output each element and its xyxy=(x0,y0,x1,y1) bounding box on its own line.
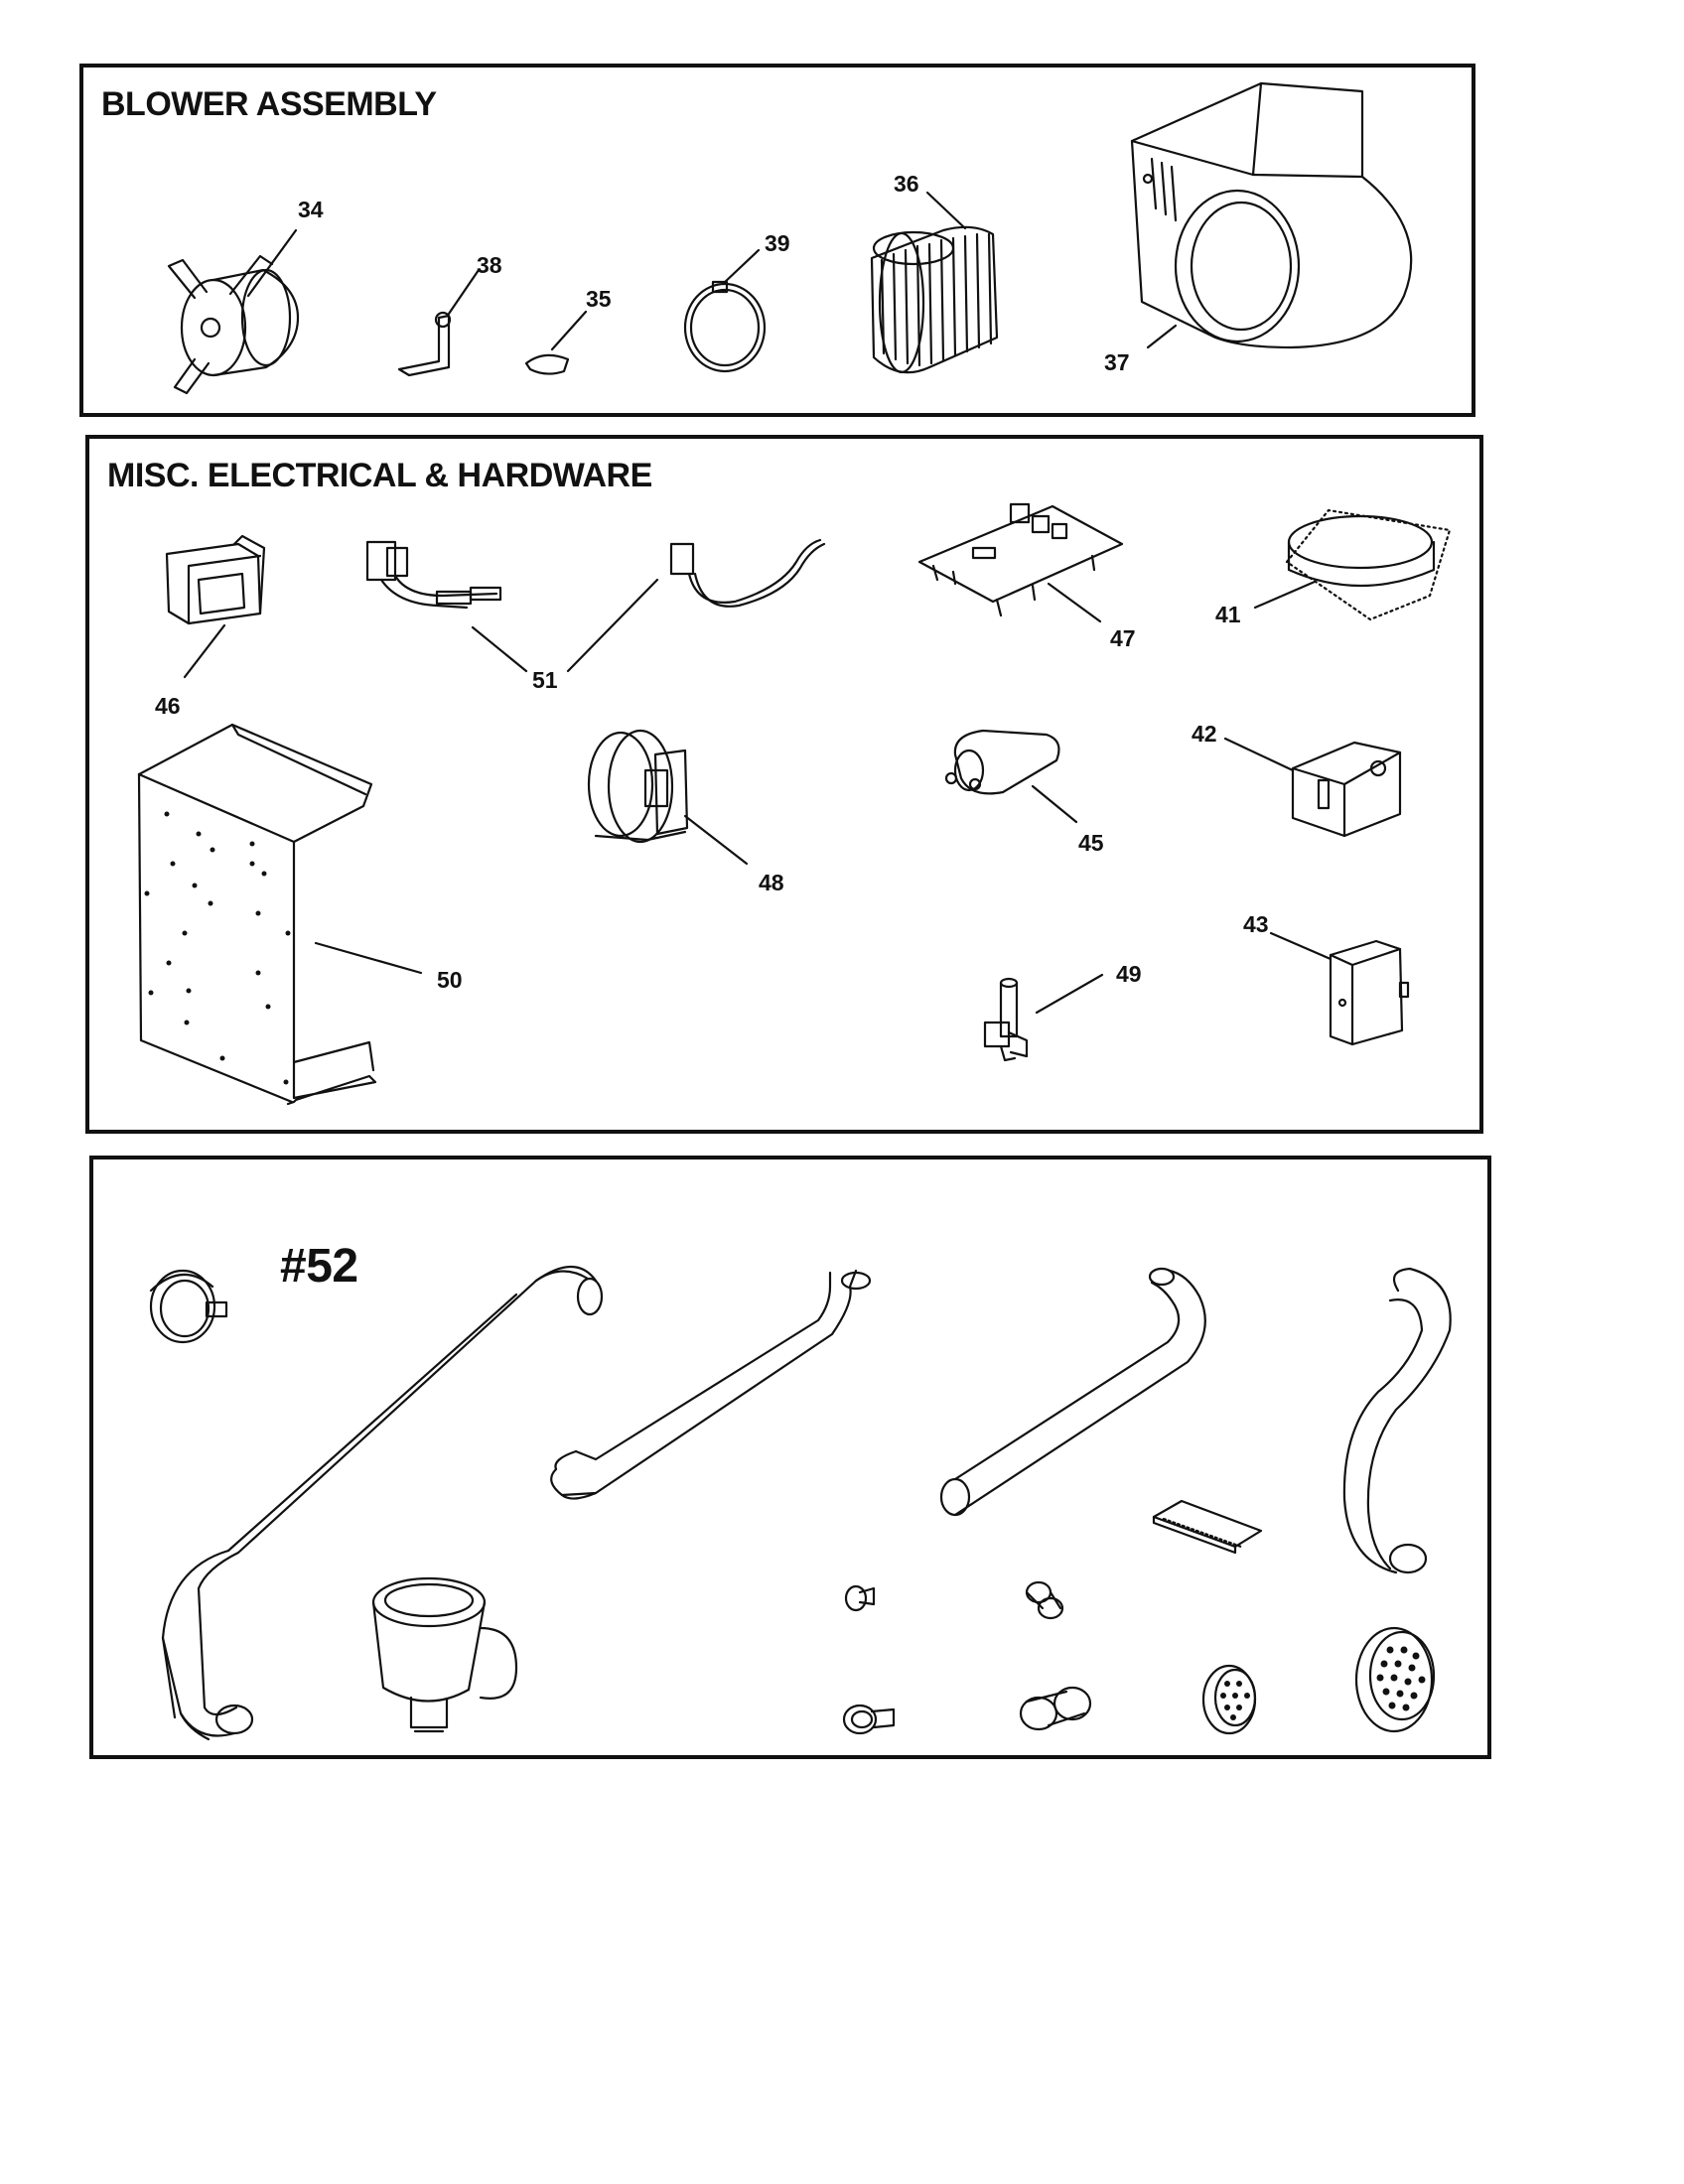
transformer-part xyxy=(167,536,264,677)
callout-38: 38 xyxy=(477,252,502,278)
run-capacitor-part xyxy=(946,731,1076,822)
callout-50: 50 xyxy=(437,967,463,993)
drain-hose-curved-part xyxy=(551,1271,870,1499)
hose-kit-panel xyxy=(89,1156,1491,1759)
long-drain-hose-part xyxy=(163,1267,602,1739)
grommet-large-part xyxy=(1356,1628,1434,1731)
callout-42: 42 xyxy=(1192,721,1217,747)
control-panel-part xyxy=(139,725,421,1104)
wire-harness-part xyxy=(367,542,657,671)
blower-assembly-panel xyxy=(79,64,1475,417)
callout-41: 41 xyxy=(1215,602,1241,627)
junction-box-part xyxy=(1225,739,1400,836)
small-coupling-part xyxy=(1027,1582,1062,1618)
callout-39: 39 xyxy=(765,230,790,256)
motor-bracket-part xyxy=(399,270,479,375)
blower-housing-part xyxy=(1132,83,1411,347)
hose-clamp-large-part xyxy=(151,1271,226,1342)
control-board-part xyxy=(919,504,1122,621)
drain-trap-part xyxy=(373,1578,516,1731)
drain-hose-elbow-part xyxy=(941,1269,1205,1515)
hub-nut-part xyxy=(526,312,586,374)
pressure-switch-part xyxy=(589,731,747,864)
callout-43: 43 xyxy=(1243,911,1269,937)
callout-51: 51 xyxy=(532,667,558,693)
small-clamp-part xyxy=(846,1586,874,1610)
callout-49: 49 xyxy=(1116,961,1142,987)
blower-motor-part xyxy=(169,230,298,393)
callout-45: 45 xyxy=(1078,830,1104,856)
mounting-band-part xyxy=(685,250,765,371)
callout-37: 37 xyxy=(1104,349,1130,375)
callout-46: 46 xyxy=(155,693,181,719)
callout-34: 34 xyxy=(298,197,324,222)
gasket-strip-part xyxy=(1154,1501,1261,1553)
callout-48: 48 xyxy=(759,870,784,895)
box-cover-part xyxy=(1271,933,1408,1044)
vent-collar-part xyxy=(1255,510,1450,619)
grommet-small-part xyxy=(1203,1666,1255,1733)
drain-hose-s-bend-part xyxy=(1344,1269,1451,1572)
blower-assembly-title: BLOWER ASSEMBLY xyxy=(101,85,437,123)
hose-kit-title: #52 xyxy=(280,1240,358,1293)
limit-switch-part xyxy=(985,975,1102,1060)
callout-36: 36 xyxy=(894,171,919,197)
large-coupling-part xyxy=(1021,1688,1090,1729)
callout-35: 35 xyxy=(586,286,612,312)
misc-electrical-panel xyxy=(85,435,1483,1134)
hose-clamp-small-part xyxy=(844,1706,894,1733)
misc-electrical-title: MISC. ELECTRICAL & HARDWARE xyxy=(107,457,652,494)
sensor-lead-part xyxy=(671,540,824,607)
callout-47: 47 xyxy=(1110,625,1136,651)
blower-wheel-part xyxy=(872,193,997,372)
